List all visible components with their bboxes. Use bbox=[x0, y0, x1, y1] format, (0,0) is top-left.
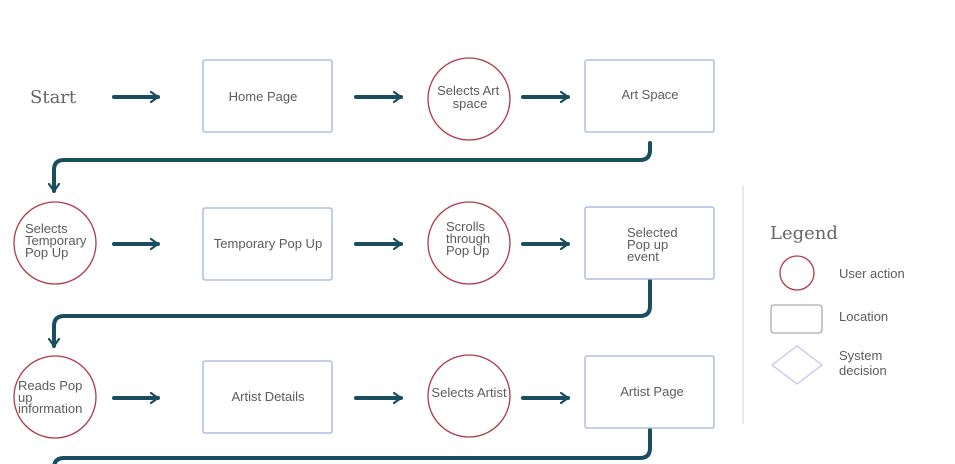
connector-row1-to-row2 bbox=[54, 141, 652, 193]
selects-artist-action bbox=[427, 354, 511, 438]
artist-details-location bbox=[202, 360, 333, 434]
reads-pop-up-information-action bbox=[13, 355, 97, 439]
selected-pop-up-event-label: Selected Pop up event bbox=[627, 225, 681, 264]
legend-title: Legend bbox=[770, 223, 838, 244]
legend-system-decision-swatch bbox=[770, 345, 824, 385]
art-space-label: Art Space bbox=[621, 87, 678, 102]
legend-user-action-label: User action bbox=[839, 266, 905, 281]
scrolls-through-pop-up-action bbox=[427, 201, 511, 285]
connector-arrows bbox=[52, 141, 652, 464]
home-page-label: Home Page bbox=[229, 89, 298, 104]
selects-art-space-action bbox=[427, 57, 511, 141]
art-space-location bbox=[584, 59, 715, 133]
scrolls-through-pop-up-label: Scrolls through Pop Up bbox=[446, 219, 494, 258]
artist-page-location bbox=[584, 355, 715, 429]
selected-pop-up-event-location bbox=[584, 206, 715, 280]
home-page-location bbox=[202, 59, 333, 133]
legend-system-decision-label: System decision bbox=[839, 348, 887, 378]
legend-location-swatch bbox=[770, 304, 823, 334]
selects-temporary-pop-up-label: Selects Temporary Pop Up bbox=[25, 221, 90, 260]
selects-art-space-label: Selects Art space bbox=[437, 83, 503, 111]
flow-arrows bbox=[112, 97, 570, 398]
legend-location-label: Location bbox=[839, 309, 888, 324]
connector-row2-to-row3 bbox=[54, 279, 652, 348]
legend-user-action-swatch bbox=[779, 255, 815, 291]
selects-temporary-pop-up-action bbox=[13, 201, 97, 285]
temporary-pop-up-label: Temporary Pop Up bbox=[214, 236, 322, 251]
connector-row3-to-next bbox=[52, 428, 652, 464]
artist-page-label: Artist Page bbox=[620, 384, 684, 399]
legend: Legend User action Location System decis… bbox=[770, 223, 905, 385]
temporary-pop-up-location bbox=[202, 207, 333, 281]
selects-artist-label: Selects Artist bbox=[431, 385, 507, 400]
start-label: Start bbox=[30, 87, 77, 108]
artist-details-label: Artist Details bbox=[232, 389, 305, 404]
reads-pop-up-information-label: Reads Pop up information bbox=[18, 378, 86, 416]
